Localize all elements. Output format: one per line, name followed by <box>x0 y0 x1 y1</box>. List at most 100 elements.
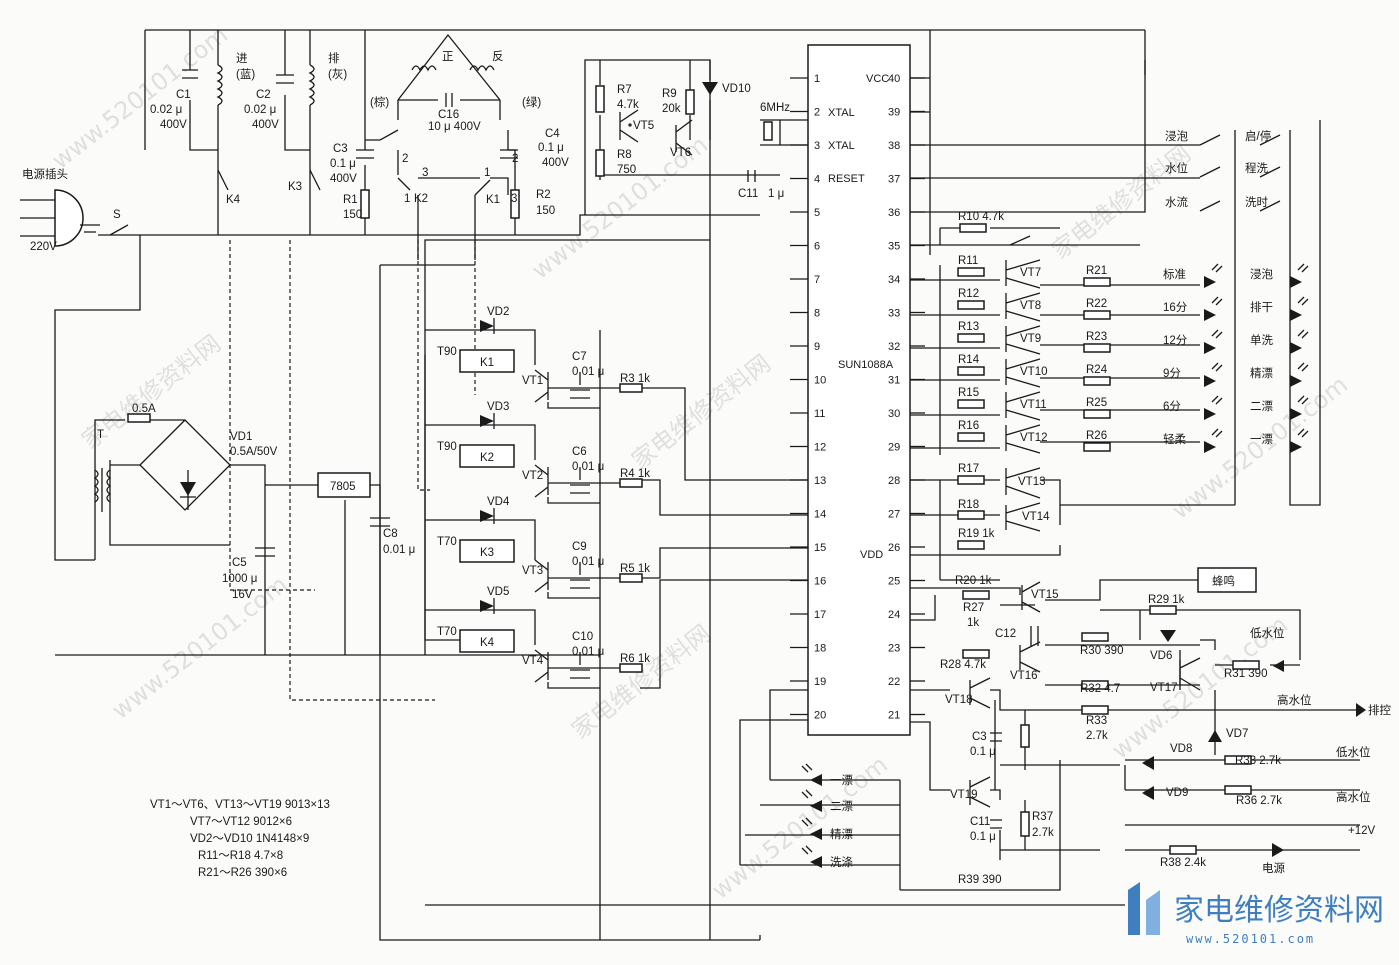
relay-diode-icon <box>480 600 494 612</box>
r37-label: R37 <box>1032 811 1053 823</box>
relay-base-resistor <box>619 383 643 393</box>
led-base-resistor <box>957 399 985 409</box>
buzzer-label: 蜂鸣 <box>1212 574 1235 588</box>
led-label-a: 6分 <box>1163 400 1181 413</box>
led-resistor-label: R14 <box>958 354 980 366</box>
pin-vdd-label: VDD <box>860 549 883 561</box>
ic-pin-33: 33 <box>888 308 900 320</box>
bottom-led-label: 精漂 <box>830 828 853 841</box>
c1-label: C1 <box>176 89 191 101</box>
r39-label: R39 390 <box>958 874 1001 886</box>
c1-value: 0.02 μ <box>150 104 182 116</box>
led-transistor-icon <box>1005 358 1041 388</box>
relay-base-resistor <box>619 478 643 488</box>
vt15-label: VT15 <box>1031 589 1059 601</box>
low-water-label: 低水位 <box>1336 745 1371 759</box>
r8-label: R8 <box>617 149 632 161</box>
c1-voltage: 400V <box>160 119 187 131</box>
r36-label: R36 2.7k <box>1236 795 1282 807</box>
k2-contact-label: K2 <box>414 193 428 205</box>
led-icon <box>1290 441 1302 453</box>
led-icon <box>1290 408 1302 420</box>
fuse-icon <box>127 413 151 423</box>
c8-name: C8 <box>383 528 398 540</box>
led-label-a: 标准 <box>1163 268 1186 281</box>
relay-cap-label: C6 <box>572 446 587 458</box>
relay-cap-value: 0.01 μ <box>572 556 604 568</box>
relay-type-label: T70 <box>437 626 457 638</box>
led-label-b: 精漂 <box>1250 367 1273 380</box>
ic-pin-8: 8 <box>814 308 820 320</box>
ic-pin-28: 28 <box>888 475 900 487</box>
bottom-led-icon <box>810 774 822 786</box>
k2-pos-3: 3 <box>422 167 428 179</box>
relay-base-resistor <box>619 663 643 673</box>
led-transistor-icon <box>1005 391 1041 421</box>
led-base-resistor <box>957 432 985 442</box>
vd10-icon <box>702 82 718 95</box>
r37-value: 2.7k <box>1032 827 1054 839</box>
r31-label: R31 390 <box>1224 668 1267 680</box>
svg-text:www.520101.com: www.520101.com <box>706 750 893 904</box>
vd10-label: VD10 <box>722 83 751 95</box>
crystal-icon <box>763 121 773 141</box>
r19-label: R19 1k <box>958 528 995 540</box>
c5-capacitance: 1000 μ <box>222 573 257 585</box>
led-transistor-icon <box>1005 424 1041 454</box>
key-matrix: 浸泡启/停水位程洗水流洗时 <box>1165 129 1281 212</box>
vt18-label: VT18 <box>945 694 973 706</box>
ic-pin-1: 1 <box>814 73 820 85</box>
ic-pin-6: 6 <box>814 241 820 253</box>
vd7-label: VD7 <box>1226 728 1248 740</box>
legend-line: VD2～VD10 1N4148×9 <box>190 833 309 845</box>
r29-label: R29 1k <box>1148 594 1185 606</box>
led-series-label: R25 <box>1086 397 1107 409</box>
led-icon <box>1290 375 1302 387</box>
led-transistor-label: VT9 <box>1020 333 1041 345</box>
r7-value: 4.7k <box>617 99 639 111</box>
scan-transistors: R17 VT13 R18 VT14 R19 1k R20 1k <box>955 463 1050 587</box>
ic-pin-19: 19 <box>814 676 826 688</box>
r2-icon <box>510 189 520 219</box>
led-base-resistor <box>957 366 985 376</box>
led-transistor-icon <box>1005 259 1041 289</box>
site-logo: 家电维修资料网 www.520101.com <box>1128 882 1384 946</box>
led-transistor-label: VT7 <box>1020 267 1041 279</box>
relay-coil-box <box>459 539 515 563</box>
relay-type-label: T90 <box>437 441 457 453</box>
ic-pin-11: 11 <box>814 408 825 420</box>
motor-reverse-label: 反 <box>492 50 504 63</box>
relay-coil-box <box>459 444 515 468</box>
pin-vcc-label: VCC <box>866 73 889 85</box>
led-series-label: R26 <box>1086 430 1107 442</box>
ic-pin-21: 21 <box>888 710 900 722</box>
led-transistor-label: VT12 <box>1020 432 1048 444</box>
crystal-label: 6MHz <box>760 102 790 114</box>
pin-xtal1-label: XTAL <box>828 107 855 119</box>
r20-label: R20 1k <box>955 575 992 587</box>
r17-label: R17 <box>958 463 979 475</box>
bridge-rating: 0.5A/50V <box>230 446 278 458</box>
c3-value: 0.1 μ <box>330 158 356 170</box>
ic-pin-27: 27 <box>888 509 900 521</box>
led-label-b: 排干 <box>1250 300 1273 314</box>
ic-sun1088a: SUN1088A VCC XTAL XTAL RESET VDD 1234567… <box>790 44 925 736</box>
key-label-a: 水位 <box>1165 161 1188 175</box>
relay-transistor-icon <box>534 649 549 683</box>
r1-value: 150 <box>343 209 362 221</box>
r8-icon <box>595 149 605 177</box>
c5-voltage: 16V <box>232 589 253 601</box>
motor-winding-icon <box>411 65 495 72</box>
power-led-label: 电源 <box>1262 861 1285 875</box>
led-label-b: 单洗 <box>1250 334 1273 347</box>
vt17-label: VT17 <box>1150 682 1178 694</box>
relay-resistor-label: R4 1k <box>620 468 650 480</box>
r7-label: R7 <box>617 84 632 96</box>
relay-transistor-icon <box>534 464 549 498</box>
pin-xtal2-label: XTAL <box>828 140 855 152</box>
relay-cap-value: 0.01 μ <box>572 366 604 378</box>
relay-coil-box <box>459 629 515 653</box>
relay-coil-box <box>459 349 515 373</box>
